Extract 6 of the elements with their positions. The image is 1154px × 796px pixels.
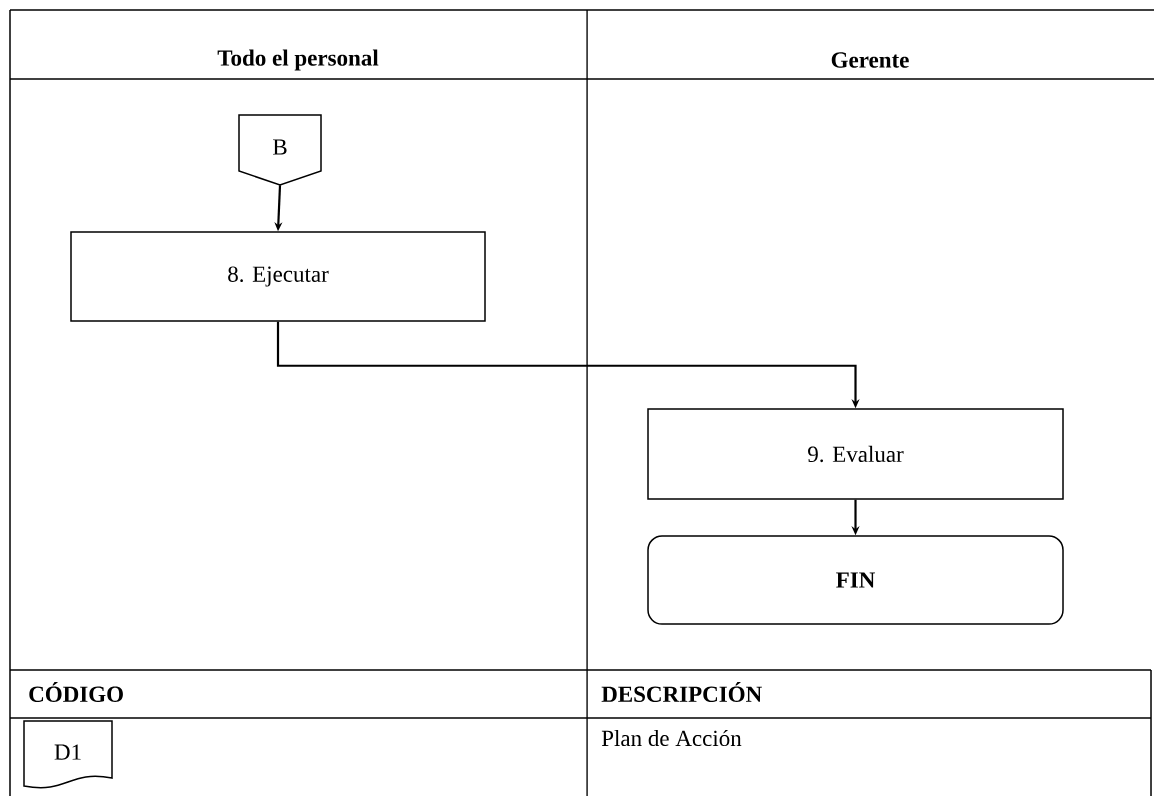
column-header: Gerente — [831, 52, 909, 68]
off-page-connector: B — [238, 114, 322, 186]
description-text: Plan de Acción — [601, 729, 742, 747]
process-box: 8. Ejecutar — [70, 231, 486, 322]
process-box: 9. Evaluar — [647, 408, 1064, 500]
terminal-box: FIN — [647, 535, 1064, 625]
